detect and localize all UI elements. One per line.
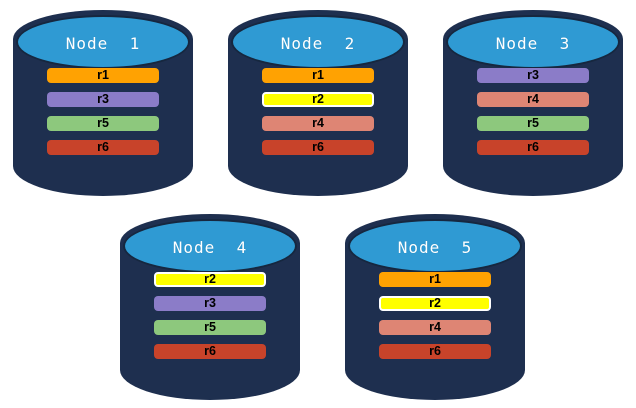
node-title: Node 2 bbox=[280, 34, 356, 53]
replica-bar-r6: r6 bbox=[154, 344, 266, 359]
replica-bar-r1: r1 bbox=[262, 68, 374, 83]
replica-label: r3 bbox=[204, 296, 216, 311]
replica-bar-r2: r2 bbox=[154, 272, 266, 287]
replica-label: r6 bbox=[527, 140, 539, 155]
replica-bar-r5: r5 bbox=[477, 116, 589, 131]
replica-bar-r3: r3 bbox=[47, 92, 159, 107]
replica-label: r4 bbox=[527, 92, 539, 107]
replica-bar-r4: r4 bbox=[379, 320, 491, 335]
node-title: Node 1 bbox=[65, 34, 141, 53]
replica-list: r1 r2 r4 r6 bbox=[379, 272, 491, 359]
replica-bar-r6: r6 bbox=[379, 344, 491, 359]
node-title: Node 5 bbox=[397, 238, 473, 257]
replica-bar-r2: r2 bbox=[379, 296, 491, 311]
replica-label: r5 bbox=[204, 320, 216, 335]
node-cylinder-4: Node 4 r2 r3 r5 r6 bbox=[120, 214, 300, 400]
replica-bar-r6: r6 bbox=[477, 140, 589, 155]
replica-list: r2 r3 r5 r6 bbox=[154, 272, 266, 359]
node-cylinder-3: Node 3 r3 r4 r5 r6 bbox=[443, 10, 623, 196]
replica-bar-r4: r4 bbox=[262, 116, 374, 131]
replica-label: r5 bbox=[97, 116, 109, 131]
cylinder-top-ellipse: Node 1 bbox=[16, 15, 190, 69]
replica-label: r4 bbox=[312, 116, 324, 131]
node-title: Node 3 bbox=[495, 34, 571, 53]
node-cylinder-1: Node 1 r1 r3 r5 r6 bbox=[13, 10, 193, 196]
replica-bar-r3: r3 bbox=[477, 68, 589, 83]
replica-label: r1 bbox=[429, 272, 441, 287]
cylinder-top-ellipse: Node 2 bbox=[231, 15, 405, 69]
node-title: Node 4 bbox=[172, 238, 248, 257]
replica-bar-r4: r4 bbox=[477, 92, 589, 107]
replica-bar-r6: r6 bbox=[47, 140, 159, 155]
replica-bar-r5: r5 bbox=[154, 320, 266, 335]
node-cylinder-5: Node 5 r1 r2 r4 r6 bbox=[345, 214, 525, 400]
replica-label: r6 bbox=[204, 344, 216, 359]
replica-list: r1 r2 r4 r6 bbox=[262, 68, 374, 155]
node-cylinder-2: Node 2 r1 r2 r4 r6 bbox=[228, 10, 408, 196]
replica-label: r6 bbox=[429, 344, 441, 359]
replica-label: r4 bbox=[429, 320, 441, 335]
replica-label: r1 bbox=[97, 68, 109, 83]
replica-bar-r1: r1 bbox=[47, 68, 159, 83]
cylinder-top-ellipse: Node 5 bbox=[348, 219, 522, 273]
replica-bar-r5: r5 bbox=[47, 116, 159, 131]
replica-label: r2 bbox=[429, 296, 441, 311]
cylinder-top-ellipse: Node 4 bbox=[123, 219, 297, 273]
replica-bar-r6: r6 bbox=[262, 140, 374, 155]
replica-bar-r3: r3 bbox=[154, 296, 266, 311]
replica-bar-r2: r2 bbox=[262, 92, 374, 107]
replica-list: r1 r3 r5 r6 bbox=[47, 68, 159, 155]
replica-label: r5 bbox=[527, 116, 539, 131]
replica-label: r2 bbox=[204, 272, 216, 287]
replica-label: r2 bbox=[312, 92, 324, 107]
replica-label: r1 bbox=[312, 68, 324, 83]
replica-label: r6 bbox=[97, 140, 109, 155]
replica-label: r3 bbox=[97, 92, 109, 107]
replica-label: r6 bbox=[312, 140, 324, 155]
replica-label: r3 bbox=[527, 68, 539, 83]
cylinder-top-ellipse: Node 3 bbox=[446, 15, 620, 69]
replica-list: r3 r4 r5 r6 bbox=[477, 68, 589, 155]
replica-bar-r1: r1 bbox=[379, 272, 491, 287]
